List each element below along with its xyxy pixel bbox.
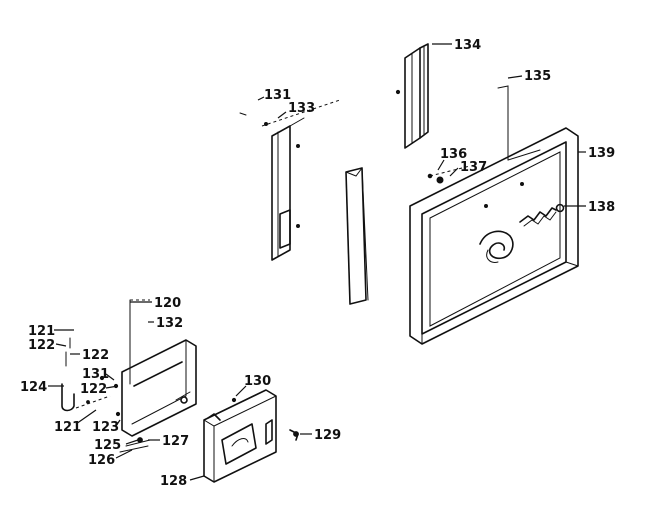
callout-138: 138 — [588, 200, 615, 215]
callout-135: 135 — [524, 69, 551, 84]
callout-leaders — [48, 43, 586, 481]
callout-123: 123 — [92, 420, 119, 435]
callout-130: 130 — [244, 374, 271, 389]
part-124-hinge-clip — [61, 337, 111, 412]
part-glass-panel — [345, 167, 369, 305]
callout-132: 132 — [156, 316, 183, 331]
callout-129: 129 — [314, 428, 341, 443]
callout-131-upper: 131 — [264, 88, 291, 103]
part-133-trim-strip — [239, 99, 341, 261]
callout-134: 134 — [454, 38, 481, 53]
callout-120: 120 — [154, 296, 181, 311]
part-136-137-screws — [427, 165, 471, 184]
callout-139: 139 — [588, 146, 615, 161]
part-134-side-strip — [395, 43, 429, 149]
callout-126: 126 — [88, 453, 115, 468]
callout-127: 127 — [162, 434, 189, 449]
callout-137: 137 — [460, 160, 487, 175]
part-128-latch-housing — [203, 389, 277, 483]
part-125-127-hardware — [119, 437, 151, 453]
callout-124: 124 — [20, 380, 47, 395]
callout-128: 128 — [160, 474, 187, 489]
callout-136: 136 — [440, 147, 467, 162]
part-120-inner-bracket — [99, 299, 197, 437]
callout-122-right: 122 — [82, 348, 109, 363]
callout-133: 133 — [288, 101, 315, 116]
callout-131-lower: 131 — [82, 367, 109, 382]
callout-121-lower: 121 — [54, 420, 81, 435]
callout-122-left: 122 — [28, 338, 55, 353]
part-135-panel-edge — [497, 85, 541, 161]
callout-121-upper: 121 — [28, 324, 55, 339]
callout-122-lower: 122 — [80, 382, 107, 397]
callout-labels: 134 135 131 133 136 137 139 138 120 132 … — [20, 38, 615, 489]
part-129-screw — [289, 429, 299, 441]
part-139-door-frame — [409, 127, 579, 345]
callout-125: 125 — [94, 438, 121, 453]
